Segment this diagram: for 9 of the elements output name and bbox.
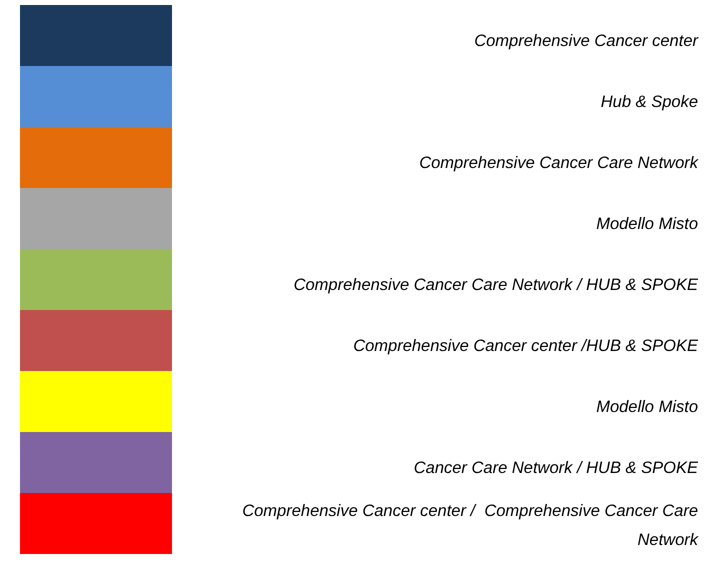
- legend-label: Modello Misto: [595, 214, 698, 235]
- legend-label: Comprehensive Cancer center /HUB & SPOKE: [352, 336, 698, 357]
- legend-label: Cancer Care Network / HUB & SPOKE: [412, 458, 698, 479]
- legend-label: Comprehensive Cancer Care Network / HUB & SPOKE: [292, 275, 698, 296]
- legend-label: Comprehensive Cancer center / Comprehensive Cancer Care Network: [241, 501, 698, 551]
- legend-label: Comprehensive Cancer Care Network: [418, 153, 698, 174]
- legend-label: Comprehensive Cancer center: [473, 31, 698, 52]
- legend-label: Modello Misto: [595, 397, 698, 418]
- legend-label: Hub & Spoke: [600, 92, 698, 113]
